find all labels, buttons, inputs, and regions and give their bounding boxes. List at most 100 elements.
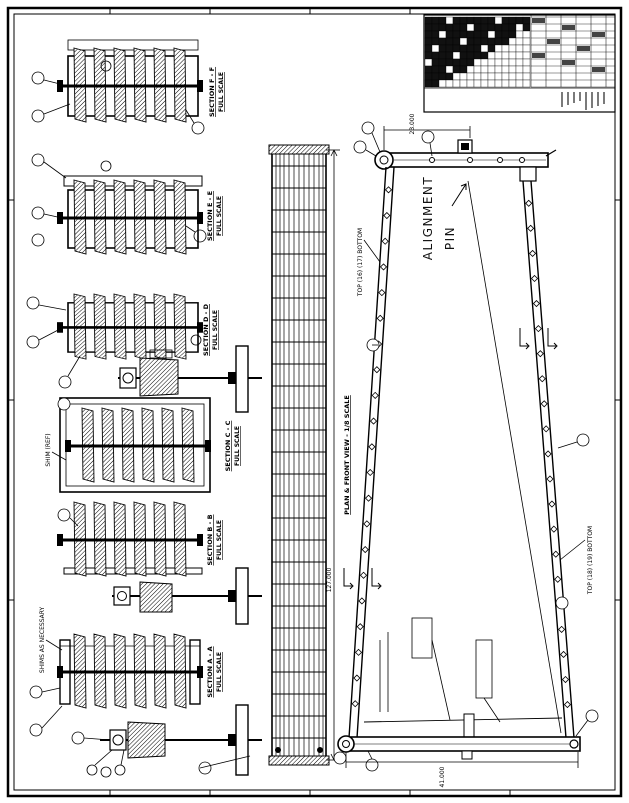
- title-block-cell: [515, 37, 524, 46]
- title-block-cell: [424, 44, 433, 53]
- member-bolt: [359, 571, 368, 579]
- title-block-cell: [452, 79, 461, 88]
- alignment-pin-note-line-2: PIN: [443, 226, 457, 250]
- title-block-cell: [487, 44, 496, 53]
- section-a-a-scale: FULL SCALE: [216, 652, 223, 692]
- title-block-cell: [452, 30, 461, 39]
- section-b-b: [57, 502, 203, 576]
- title-block-cell: [508, 65, 517, 74]
- title-block-cell: [459, 79, 468, 88]
- title-block-cell: [562, 25, 575, 30]
- alignment-pin-note-line-1: ALIGNMENT: [421, 176, 435, 260]
- title-block-notes: [561, 92, 605, 110]
- title-block-cell: [494, 23, 503, 32]
- title-block-cell: [459, 30, 468, 39]
- title-block-cell: [431, 79, 440, 88]
- title-block-cell: [445, 23, 454, 32]
- title-block-cell: [515, 23, 524, 32]
- member-bolt: [559, 650, 568, 659]
- section-a-a-title: SECTION A - A: [206, 646, 214, 697]
- title-block-cell: [522, 65, 531, 74]
- title-block-cell: [480, 51, 489, 60]
- title-block-cell: [452, 58, 461, 67]
- section-c-c-scale: FULL SCALE: [234, 426, 241, 466]
- title-block-cell: [431, 44, 440, 53]
- member-bolt: [368, 443, 376, 451]
- member-bolt: [358, 597, 366, 605]
- title-block-cell: [562, 60, 575, 65]
- title-block-cell: [445, 51, 454, 60]
- title-block-cell: [480, 37, 489, 46]
- title-block-cell: [592, 67, 605, 72]
- title-block-cell: [522, 30, 531, 39]
- member-bolt: [542, 425, 550, 433]
- title-block-cell: [515, 44, 524, 53]
- section-e-e-callouts: [31, 153, 207, 247]
- title-block-cell: [424, 23, 433, 32]
- section-f-f-scale: FULL SCALE: [218, 72, 225, 112]
- title-block-cell: [522, 51, 531, 60]
- title-block-cell: [459, 44, 468, 53]
- title-block-cell: [515, 65, 524, 74]
- title-block-cell: [487, 65, 496, 74]
- title-block-cell: [438, 79, 447, 88]
- title-block-cell: [494, 58, 503, 67]
- title-block-cell: [473, 44, 482, 53]
- title-block-cell: [473, 30, 482, 39]
- title-block-cell: [508, 16, 517, 25]
- title-block-cell: [508, 58, 517, 67]
- title-block-cell: [522, 37, 531, 46]
- title-block-cell: [473, 72, 482, 81]
- title-block-cell: [487, 58, 496, 67]
- section-d-d-callouts: [26, 296, 202, 389]
- title-block-cell: [445, 65, 454, 74]
- plan-view: [268, 144, 330, 766]
- member-bolt: [356, 623, 364, 631]
- title-block-cell: [452, 65, 461, 74]
- member-bolt: [527, 224, 535, 232]
- section-e-e-scale: FULL SCALE: [216, 196, 223, 236]
- alignment-pin-arrow: [451, 183, 467, 207]
- title-block-cell: [438, 58, 447, 67]
- title-block-cell: [501, 58, 510, 67]
- title-block-cell: [522, 58, 531, 67]
- bolt-detail-3-callouts: [71, 731, 212, 778]
- title-block-cell: [501, 79, 510, 88]
- title-block-cell: [487, 30, 496, 39]
- member-bolt: [354, 648, 363, 656]
- title-block-cell: [466, 30, 475, 39]
- title-block-cell: [466, 72, 475, 81]
- shim-ref-note: SHIM (REF): [45, 433, 52, 466]
- title-block-cell: [508, 23, 517, 32]
- title-block-cell: [459, 16, 468, 25]
- title-block-cell: [445, 16, 454, 25]
- title-block-cell: [508, 51, 517, 60]
- member-bolt: [381, 237, 389, 245]
- right-member: [522, 180, 575, 739]
- title-block-cell: [515, 58, 524, 67]
- title-block-cell: [487, 51, 496, 60]
- title-block-cell: [501, 16, 510, 25]
- member-bolt: [353, 674, 361, 682]
- member-bolt: [558, 625, 566, 633]
- title-block-cell: [445, 30, 454, 39]
- title-block-cell: [515, 72, 524, 81]
- title-block-cell: [445, 44, 454, 53]
- title-block-cell: [438, 37, 447, 46]
- section-e-e: [57, 175, 203, 254]
- member-bolt: [552, 550, 560, 558]
- title-block-cell: [424, 72, 433, 81]
- title-block-cell: [501, 44, 510, 53]
- title-block-cell: [424, 79, 433, 88]
- title-block-cell: [438, 72, 447, 81]
- main-frame: [337, 139, 581, 760]
- title-block-cell: [532, 53, 545, 58]
- title-block-cell: [445, 58, 454, 67]
- member-bolt: [534, 325, 542, 333]
- bottom-width-dimension: 41.000: [439, 766, 446, 787]
- member-bolt: [554, 575, 562, 583]
- title-block-cell: [424, 37, 433, 46]
- member-bolt: [383, 211, 391, 220]
- title-block-cell: [459, 37, 468, 46]
- title-block-cell: [466, 44, 475, 53]
